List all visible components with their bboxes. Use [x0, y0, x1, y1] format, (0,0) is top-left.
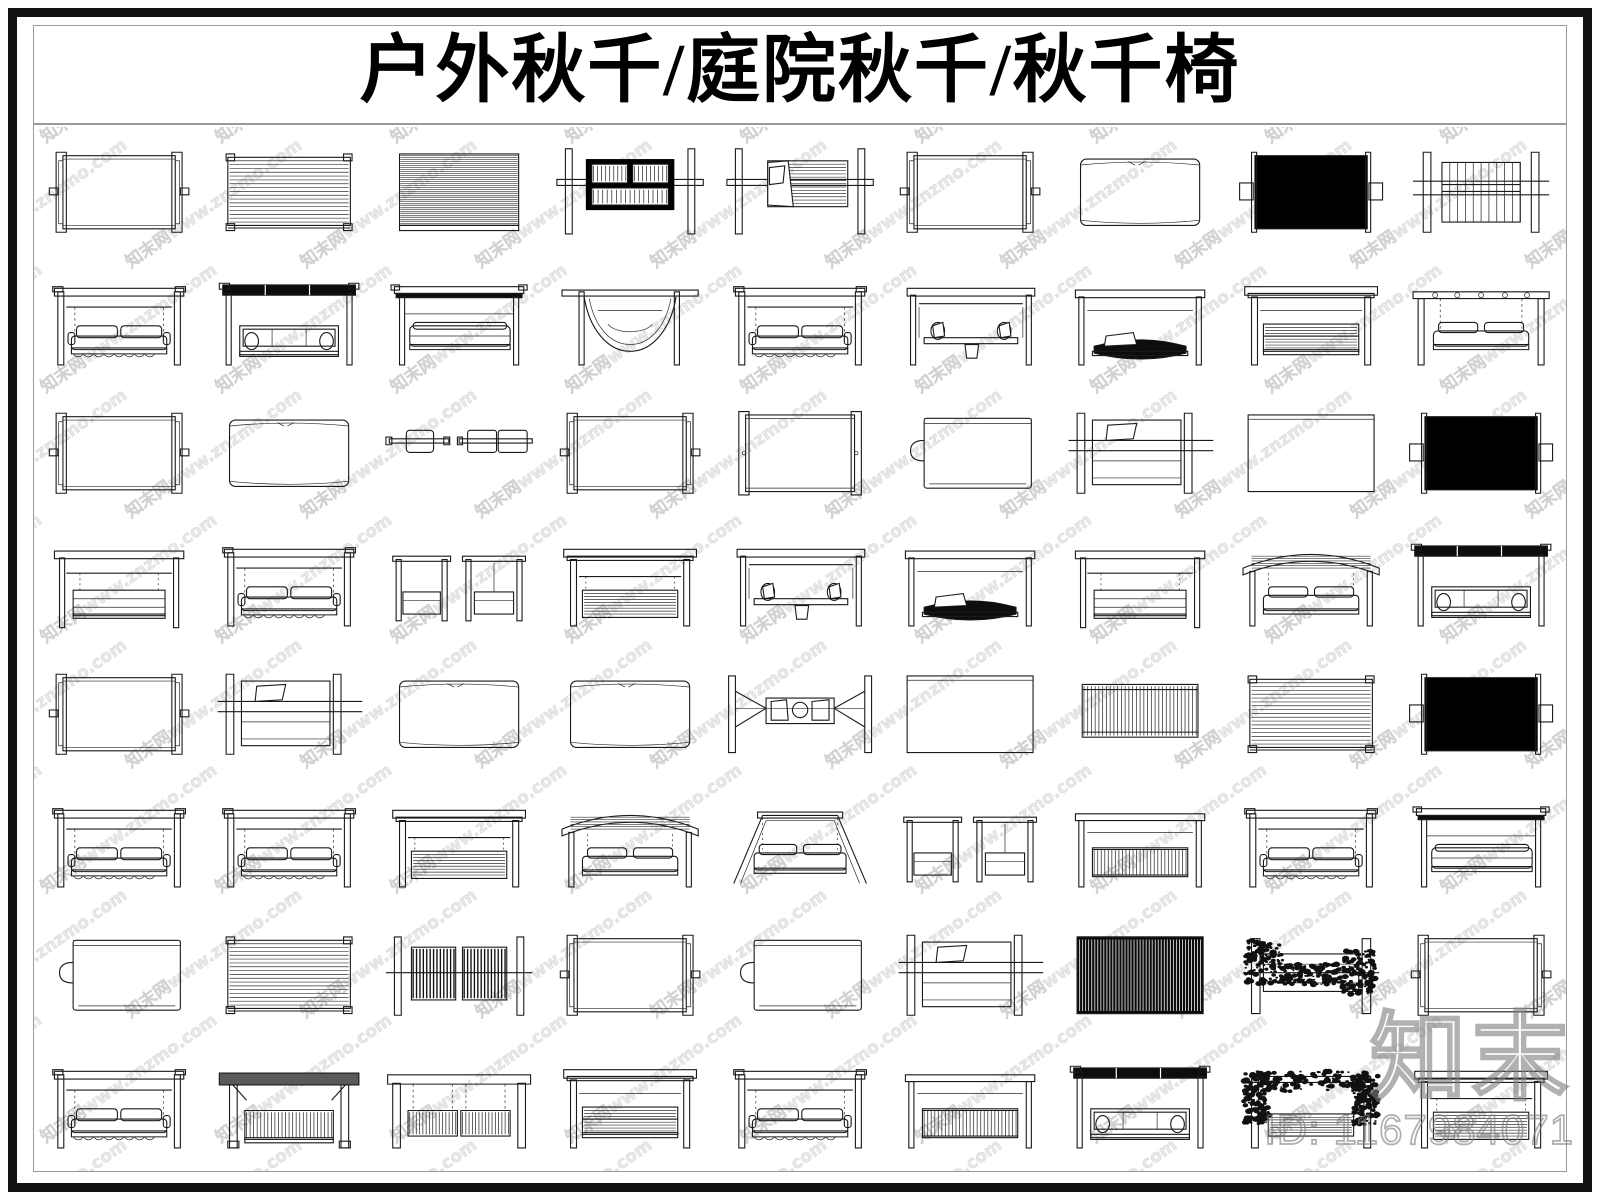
cad-block — [715, 388, 885, 519]
cad-block — [715, 127, 885, 258]
cad-block — [1396, 258, 1566, 389]
cad-block — [204, 258, 374, 389]
cad-block — [885, 649, 1055, 780]
cad-block — [715, 780, 885, 911]
cad-block — [1226, 519, 1396, 650]
cad-block — [545, 258, 715, 389]
cad-block — [34, 519, 204, 650]
cad-block — [715, 910, 885, 1041]
cad-block — [1226, 127, 1396, 258]
cad-block — [1226, 258, 1396, 389]
cad-block — [34, 910, 204, 1041]
cad-block — [1396, 780, 1566, 911]
cad-block — [34, 388, 204, 519]
cad-block — [1055, 910, 1225, 1041]
cad-block — [885, 127, 1055, 258]
cad-block — [34, 649, 204, 780]
cad-block — [885, 1041, 1055, 1172]
cad-block — [715, 519, 885, 650]
cad-block — [1226, 1041, 1396, 1172]
cad-block — [374, 258, 544, 389]
cad-block — [1396, 388, 1566, 519]
cad-block — [1226, 649, 1396, 780]
cad-block — [34, 1041, 204, 1172]
cad-block — [1055, 1041, 1225, 1172]
cad-block — [885, 910, 1055, 1041]
cad-block — [34, 258, 204, 389]
cad-block — [204, 1041, 374, 1172]
title-block: 户外秋千/庭院秋千/秋千椅 — [33, 25, 1567, 125]
cad-block — [1055, 519, 1225, 650]
cad-block — [545, 780, 715, 911]
cad-block — [204, 388, 374, 519]
cad-block — [1226, 780, 1396, 911]
cad-block — [885, 519, 1055, 650]
cad-block — [1396, 1041, 1566, 1172]
cad-block — [885, 780, 1055, 911]
cad-block — [545, 519, 715, 650]
cad-block — [1396, 519, 1566, 650]
cad-block — [885, 388, 1055, 519]
cad-block — [374, 910, 544, 1041]
cad-block — [34, 127, 204, 258]
page-title: 户外秋千/庭院秋千/秋千椅 — [359, 30, 1241, 112]
cad-block — [1055, 649, 1225, 780]
cad-block — [1396, 910, 1566, 1041]
cad-block — [715, 258, 885, 389]
cad-block — [204, 649, 374, 780]
cad-block — [545, 910, 715, 1041]
cad-block — [1226, 910, 1396, 1041]
cad-block — [204, 519, 374, 650]
cad-block — [1055, 780, 1225, 911]
cad-block — [204, 127, 374, 258]
cad-block — [1396, 127, 1566, 258]
cad-block — [885, 258, 1055, 389]
cad-block — [545, 127, 715, 258]
cad-block-layer — [34, 127, 1566, 1171]
cad-block — [374, 388, 544, 519]
cad-block — [715, 649, 885, 780]
cad-block — [374, 1041, 544, 1172]
cad-block — [1055, 258, 1225, 389]
cad-block — [204, 780, 374, 911]
cad-block — [374, 649, 544, 780]
cad-block — [1226, 388, 1396, 519]
cad-block — [715, 1041, 885, 1172]
cad-block — [204, 910, 374, 1041]
cad-block — [1055, 388, 1225, 519]
cad-block — [545, 388, 715, 519]
cad-block — [1055, 127, 1225, 258]
cad-block — [374, 519, 544, 650]
cad-block — [545, 649, 715, 780]
cad-block — [374, 127, 544, 258]
cad-block — [1396, 649, 1566, 780]
cad-block — [545, 1041, 715, 1172]
cad-block — [374, 780, 544, 911]
cad-block — [34, 780, 204, 911]
